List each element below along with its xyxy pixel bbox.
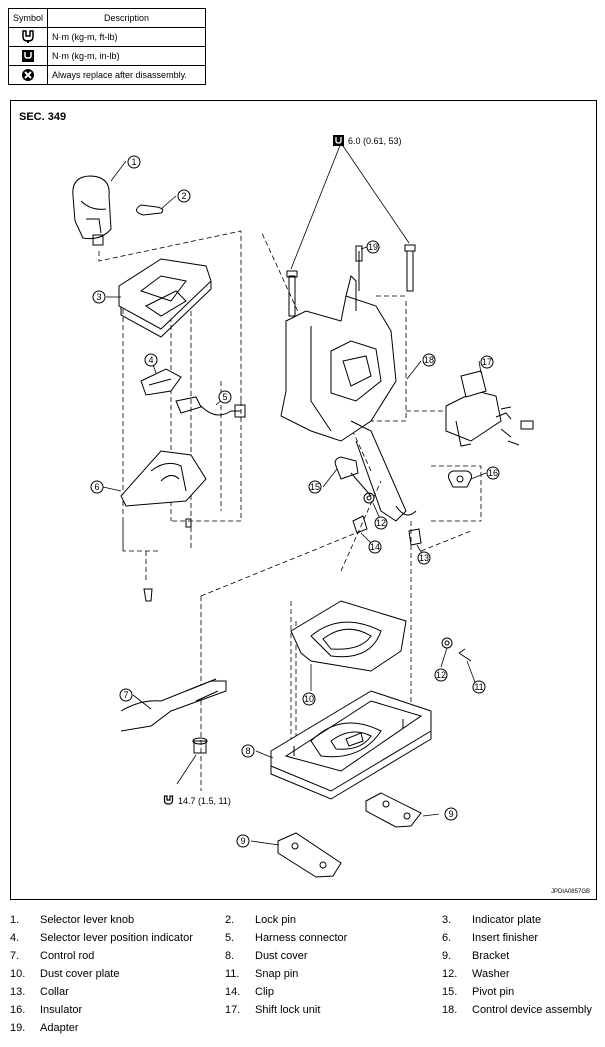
svg-text:6: 6 bbox=[94, 482, 99, 492]
drawing-code: JPDIA0857GB bbox=[550, 889, 590, 895]
callout-18: 18 bbox=[422, 353, 436, 367]
callout-15: 15 bbox=[308, 480, 322, 494]
legend-item: 17.Shift lock unit bbox=[225, 1004, 321, 1016]
callout-9-right: 9 bbox=[444, 807, 458, 821]
callout-6: 6 bbox=[90, 480, 104, 494]
legend-item: 18.Control device assembly bbox=[442, 1004, 592, 1016]
torque-ftlb-icon bbox=[163, 795, 174, 805]
svg-text:3: 3 bbox=[96, 292, 101, 302]
description-header: Description bbox=[47, 8, 206, 28]
callout-12-lower: 12 bbox=[434, 668, 448, 682]
callout-10: 10 bbox=[302, 692, 316, 706]
legend-item: 9.Bracket bbox=[442, 950, 510, 962]
exploded-view-diagram: SEC. 349 bbox=[10, 100, 597, 900]
svg-text:9: 9 bbox=[448, 809, 453, 819]
svg-text:9: 9 bbox=[240, 836, 245, 846]
legend-item: 12.Washer bbox=[442, 968, 510, 980]
symbol-header: Symbol bbox=[7, 8, 49, 28]
torque-inlb-icon bbox=[333, 135, 344, 146]
callout-1: 1 bbox=[127, 155, 141, 169]
svg-text:12: 12 bbox=[376, 518, 386, 528]
legend-item: 11.Snap pin bbox=[225, 968, 299, 980]
legend-item: 14.Clip bbox=[225, 986, 274, 998]
svg-text:4: 4 bbox=[148, 355, 153, 365]
callout-19: 19 bbox=[366, 240, 380, 254]
legend-item: 6.Insert finisher bbox=[442, 932, 539, 944]
legend-item: 5.Harness connector bbox=[225, 932, 348, 944]
legend-item: 13.Collar bbox=[10, 986, 69, 998]
legend-item: 1.Selector lever knob bbox=[10, 914, 135, 926]
legend-item: 3.Indicator plate bbox=[442, 914, 542, 926]
callout-16: 16 bbox=[486, 466, 500, 480]
svg-text:8: 8 bbox=[245, 746, 250, 756]
svg-text:5: 5 bbox=[222, 392, 227, 402]
torque-top-value: 6.0 (0.61, 53) bbox=[348, 135, 402, 146]
legend-item: 7.Control rod bbox=[10, 950, 95, 962]
svg-text:17: 17 bbox=[482, 357, 492, 367]
svg-text:11: 11 bbox=[474, 682, 483, 692]
svg-text:10: 10 bbox=[304, 694, 314, 704]
legend-item: 16.Insulator bbox=[10, 1004, 83, 1016]
section-label: SEC. 349 bbox=[19, 111, 67, 123]
legend-item: 8.Dust cover bbox=[225, 950, 308, 962]
callout-2: 2 bbox=[177, 189, 191, 203]
legend-item: 19.Adapter bbox=[10, 1022, 79, 1034]
torque-bottom: 14.7 (1.5, 11) bbox=[163, 795, 231, 806]
svg-text:2: 2 bbox=[181, 191, 186, 201]
callout-17: 17 bbox=[480, 355, 494, 369]
legend-item: 10.Dust cover plate bbox=[10, 968, 120, 980]
callout-4: 4 bbox=[144, 353, 158, 367]
torque-top: 6.0 (0.61, 53) bbox=[333, 135, 402, 146]
svg-text:18: 18 bbox=[424, 355, 434, 365]
callout-11: 11 bbox=[472, 680, 486, 694]
callout-7: 7 bbox=[119, 688, 133, 702]
torque-ftlb-icon bbox=[7, 27, 49, 47]
callout-14: 14 bbox=[368, 540, 382, 554]
svg-text:15: 15 bbox=[310, 482, 320, 492]
svg-text:13: 13 bbox=[419, 553, 429, 563]
callout-5: 5 bbox=[218, 390, 232, 404]
svg-text:14: 14 bbox=[370, 542, 380, 552]
legend-item: 15.Pivot pin bbox=[442, 986, 515, 998]
torque-bottom-value: 14.7 (1.5, 11) bbox=[178, 795, 231, 806]
replace-after-disassembly-icon bbox=[7, 65, 49, 85]
symbol-description: N·m (kg-m, ft-lb) bbox=[47, 27, 206, 47]
symbol-description: Always replace after disassembly. bbox=[47, 65, 206, 85]
torque-inlb-icon bbox=[7, 46, 49, 66]
callout-3: 3 bbox=[92, 290, 106, 304]
svg-text:7: 7 bbox=[123, 690, 128, 700]
callout-9-left: 9 bbox=[236, 834, 250, 848]
svg-text:19: 19 bbox=[368, 242, 378, 252]
symbol-table: Symbol Description N·m (kg-m, ft-lb) N·m… bbox=[7, 8, 206, 85]
callout-8: 8 bbox=[241, 744, 255, 758]
callout-13: 13 bbox=[417, 551, 431, 565]
legend-item: 2.Lock pin bbox=[225, 914, 296, 926]
svg-text:16: 16 bbox=[488, 468, 498, 478]
symbol-description: N·m (kg-m, in-lb) bbox=[47, 46, 206, 66]
svg-text:12: 12 bbox=[436, 670, 446, 680]
legend-item: 4.Selector lever position indicator bbox=[10, 932, 193, 944]
svg-text:1: 1 bbox=[131, 157, 136, 167]
exploded-view-drawing: 1 2 3 4 5 6 7 8 9 9 10 11 12 12 13 14 15… bbox=[72, 142, 534, 878]
callout-12-upper: 12 bbox=[374, 516, 388, 530]
